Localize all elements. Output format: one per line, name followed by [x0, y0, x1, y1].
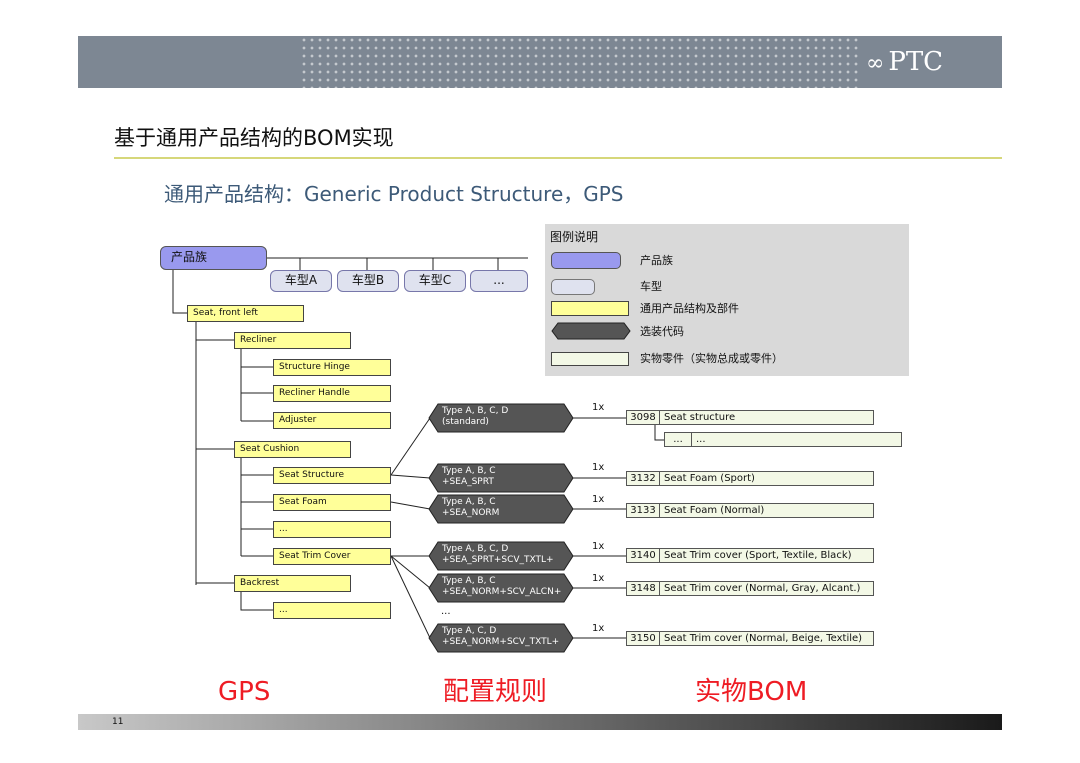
product-family-node: 产品族 — [160, 246, 267, 270]
gps-node-backrest-more: ... — [273, 602, 391, 619]
rule-hexagon — [428, 573, 574, 603]
model-c-node: 车型C — [404, 270, 466, 292]
legend-swatch-family — [551, 252, 621, 269]
multiplicity-label: 1x — [592, 402, 605, 413]
bom-part: 3148 Seat Trim cover (Normal, Gray, Alcan… — [626, 581, 874, 596]
rule-line2: +SEA_NORM — [442, 508, 500, 518]
rule-hexagon — [428, 623, 574, 653]
multiplicity-label: 1x — [592, 573, 605, 584]
caption-config-rules: 配置规则 — [443, 677, 548, 707]
page-title: 基于通用产品结构的BOM实现 — [114, 126, 394, 150]
bom-part-desc: ... — [696, 434, 706, 445]
bom-part-number: 3132 — [627, 472, 660, 485]
title-divider — [114, 157, 1002, 159]
rule-hexagon — [428, 403, 574, 433]
rule-line2: +SEA_NORM+SCV_ALCN+ — [442, 587, 562, 597]
rule-line1: Type A, B, C — [442, 497, 496, 507]
rule-line1: Type A, B, C — [442, 576, 496, 586]
gps-node-seat-trim-cover: Seat Trim Cover — [273, 548, 391, 565]
bom-part-number: ... — [665, 433, 692, 446]
bom-part-number: 3150 — [627, 632, 660, 645]
bom-part-desc: Seat Trim cover (Sport, Textile, Black) — [664, 550, 852, 561]
bom-part: 3133 Seat Foam (Normal) — [626, 503, 874, 518]
page-number: 11 — [112, 717, 124, 727]
rules-ellipsis: ... — [441, 606, 451, 617]
legend-title: 图例说明 — [550, 230, 599, 244]
legend-label-option: 选装代码 — [640, 325, 684, 338]
legend-label-model: 车型 — [640, 280, 662, 293]
config-rule: Type A, B, C, D +SEA_SPRT+SCV_TXTL+ — [428, 541, 574, 571]
caption-physical-bom: 实物BOM — [695, 677, 808, 707]
rule-line1: Type A, B, C, D — [442, 406, 509, 416]
model-more-node: ... — [470, 270, 528, 292]
config-rule: Type A, B, C, D (standard) — [428, 403, 574, 433]
legend-panel: 图例说明 产品族 车型 通用产品结构及部件 选装代码 实物零件（实物总成或零件） — [545, 224, 909, 376]
model-a-node: 车型A — [270, 270, 332, 292]
multiplicity-label: 1x — [592, 494, 605, 505]
caption-gps: GPS — [218, 677, 271, 707]
config-rule: Type A, B, C +SEA_NORM+SCV_ALCN+ — [428, 573, 574, 603]
legend-swatch-gps — [551, 301, 629, 316]
rule-hexagon — [428, 541, 574, 571]
rule-line2: (standard) — [442, 417, 489, 427]
rule-line1: Type A, B, C — [442, 466, 496, 476]
multiplicity-label: 1x — [592, 623, 605, 634]
bom-part-desc: Seat Trim cover (Normal, Beige, Textile) — [664, 633, 863, 644]
header-dot-pattern — [300, 36, 860, 88]
legend-swatch-option — [551, 322, 631, 340]
bom-part-number: 3098 — [627, 411, 660, 424]
legend-swatch-model — [551, 279, 595, 295]
rule-line1: Type A, C, D — [442, 626, 497, 636]
bom-part: 3140 Seat Trim cover (Sport, Textile, Bla… — [626, 548, 874, 563]
footer-bar — [78, 714, 1002, 730]
rule-line2: +SEA_SPRT — [442, 477, 494, 487]
config-rule: Type A, C, D +SEA_NORM+SCV_TXTL+ — [428, 623, 574, 653]
rule-hexagon — [428, 494, 574, 524]
legend-label-gps: 通用产品结构及部件 — [640, 302, 739, 315]
ptc-logo-text: PTC — [888, 47, 944, 77]
gps-node-recliner: Recliner — [234, 332, 351, 349]
legend-label-part: 实物零件（实物总成或零件） — [640, 352, 783, 365]
gps-node-seat-foam: Seat Foam — [273, 494, 391, 511]
gps-node-adjuster: Adjuster — [273, 412, 391, 429]
multiplicity-label: 1x — [592, 462, 605, 473]
config-rule: Type A, B, C +SEA_NORM — [428, 494, 574, 524]
gps-node-cushion-more: ... — [273, 521, 391, 538]
bom-part-desc: Seat structure — [664, 412, 736, 423]
bom-part-number: 3140 — [627, 549, 660, 562]
ptc-logo-icon: ∞ — [866, 51, 885, 76]
bom-part-number: 3133 — [627, 504, 660, 517]
rule-line1: Type A, B, C, D — [442, 544, 509, 554]
gps-node-recliner-handle: Recliner Handle — [273, 385, 391, 402]
rule-line2: +SEA_SPRT+SCV_TXTL+ — [442, 555, 554, 565]
bom-part: 3098 Seat structure — [626, 410, 874, 425]
rule-line2: +SEA_NORM+SCV_TXTL+ — [442, 637, 560, 647]
bom-part: ...... — [664, 432, 902, 447]
rule-hexagon — [428, 463, 574, 493]
legend-swatch-part — [551, 352, 629, 366]
bom-part-number: 3148 — [627, 582, 660, 595]
gps-node-structure-hinge: Structure Hinge — [273, 359, 391, 376]
bom-part-desc: Seat Trim cover (Normal, Gray, Alcant.) — [664, 583, 861, 594]
subtitle: 通用产品结构：Generic Product Structure，GPS — [164, 182, 624, 206]
ptc-logo: ∞PTC — [866, 44, 996, 80]
gps-node-backrest: Backrest — [234, 575, 351, 592]
gps-node-seat: Seat, front left — [187, 305, 304, 322]
bom-part-desc: Seat Foam (Normal) — [664, 505, 765, 516]
bom-part: 3132 Seat Foam (Sport) — [626, 471, 874, 486]
multiplicity-label: 1x — [592, 541, 605, 552]
bom-part: 3150 Seat Trim cover (Normal, Beige, Text… — [626, 631, 874, 646]
gps-node-seat-cushion: Seat Cushion — [234, 441, 351, 458]
legend-label-family: 产品族 — [640, 254, 673, 267]
gps-node-seat-structure: Seat Structure — [273, 467, 391, 484]
model-b-node: 车型B — [337, 270, 399, 292]
config-rule: Type A, B, C +SEA_SPRT — [428, 463, 574, 493]
bom-part-desc: Seat Foam (Sport) — [664, 473, 755, 484]
